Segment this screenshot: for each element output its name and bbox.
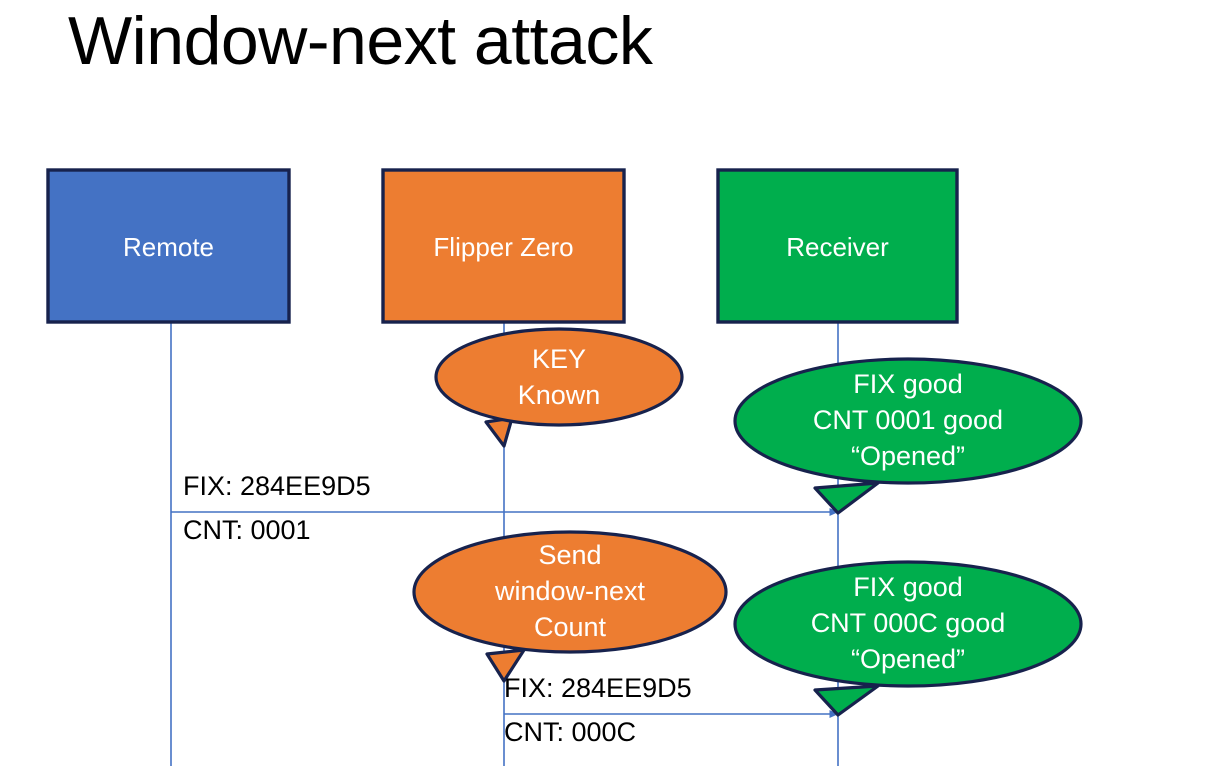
callout-send-window-next-shape: [412, 530, 728, 683]
callout-receiver-verify-1-shape: [733, 357, 1083, 515]
page-title: Window-next attack: [68, 3, 653, 79]
actor-box-flipper: [381, 168, 626, 324]
callout-key-known-shape: [434, 327, 684, 448]
actor-box-remote: [46, 168, 291, 324]
callout-receiver-verify-2-shape: [733, 560, 1083, 717]
actor-box-receiver: [716, 168, 959, 324]
